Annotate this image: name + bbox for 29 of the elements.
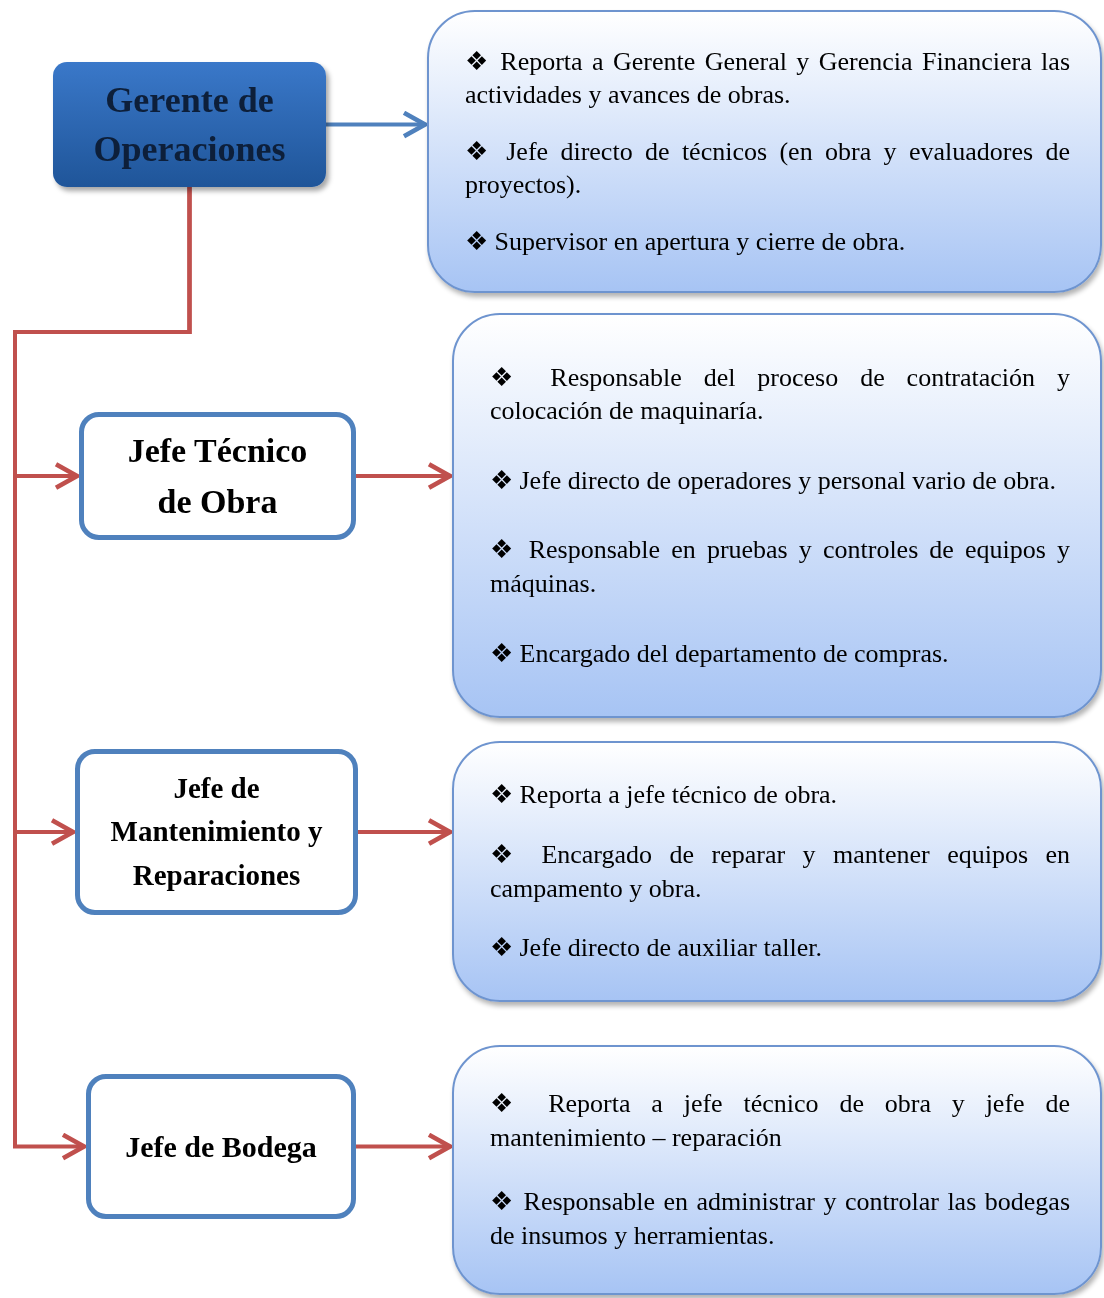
connector-arrow <box>326 110 428 139</box>
role-box <box>75 749 358 915</box>
duties-panel <box>427 10 1102 293</box>
role-title: Jefe Técnico de Obra <box>126 431 309 522</box>
bullet-text: ❖ Reporta a jefe técnico de obra y jefe de mantenimiento – reparación <box>490 1088 1070 1155</box>
bullet-text: ❖ Responsable en administrar y controlar las bodegas de insumos y herramientas. <box>490 1186 1070 1252</box>
role-box <box>79 412 356 540</box>
connector-arrow <box>356 1132 453 1161</box>
bullet-text: ❖ Supervisor en apertura y cierre de obra. <box>465 225 907 258</box>
role-box <box>86 1074 356 1219</box>
bullet-text: ❖ Jefe directo de auxiliar taller. <box>490 931 823 964</box>
bullet-text: ❖ Jefe directo de técnicos (en obra y evaluadores de proyectos). <box>465 135 1070 202</box>
duties-panel <box>452 313 1102 718</box>
connector-arrow <box>358 818 453 846</box>
bullet-text: ❖ Encargado del departamento de compras. <box>490 637 950 670</box>
connector-arrow <box>356 462 453 490</box>
role-title: Jefe de Bodega <box>124 1129 318 1165</box>
duties-panel <box>452 1045 1102 1295</box>
bullet-text: ❖ Responsable en pruebas y controles de equipos y máquinas. <box>490 534 1070 601</box>
role-title: Gerente de Operaciones <box>92 78 287 171</box>
bullet-text: ❖ Responsable del proceso de contratación y colocación de maquinaría. <box>490 361 1070 428</box>
bullet-text: ❖ Jefe directo de operadores y personal vario de obra. <box>490 464 1057 497</box>
duties-panel <box>452 741 1102 1002</box>
connector-arrow <box>13 187 192 1161</box>
role-title: Jefe de Mantenimiento y Reparaciones <box>109 770 324 893</box>
bullet-text: ❖ Encargado de reparar y mantener equipos en campamento y obra. <box>490 838 1070 905</box>
bullet-text: ❖ Reporta a jefe técnico de obra. <box>490 779 839 812</box>
bullet-text: ❖ Reporta a Gerente General y Gerencia Financiera las actividades y avances de obras. <box>465 45 1070 112</box>
manager-box <box>53 62 326 187</box>
